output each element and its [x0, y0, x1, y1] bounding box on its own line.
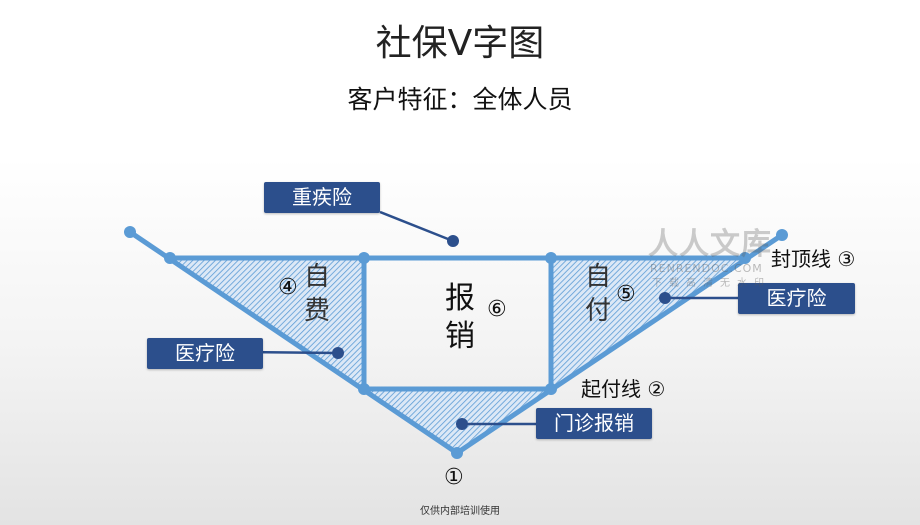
- vertex-dot: [164, 252, 176, 264]
- watermark-subtext: 下载高清无水印: [652, 278, 771, 289]
- vertex-dot: [739, 252, 751, 264]
- v-left-arm: [127, 229, 460, 456]
- v-lines: [127, 229, 785, 456]
- self-pay-right-number: ⑤: [616, 282, 636, 307]
- connector-dots: [332, 235, 671, 430]
- connector-dot: [659, 292, 671, 304]
- medical-insurance-box-right: 医疗险: [738, 283, 855, 314]
- footer-note: 仅供内部培训使用: [420, 506, 500, 517]
- outpatient-reimbursement-box: 门诊报销: [536, 408, 652, 439]
- cap-line-label: 封顶线 ③: [771, 247, 856, 271]
- page-subtitle: 客户特征：全体人员: [347, 85, 573, 114]
- connector-dot: [456, 418, 468, 430]
- reimburse-number: ⑥: [487, 297, 507, 322]
- self-pay-right-label: 自付: [584, 262, 611, 326]
- vertex-dot: [776, 229, 788, 241]
- critical-illness-box: 重疾险: [264, 182, 380, 213]
- vertex-dot: [545, 383, 557, 395]
- vertex-dot: [358, 252, 370, 264]
- watermark-url: RENRENDOC.COM: [650, 262, 763, 275]
- self-pay-left-number: ④: [278, 275, 298, 300]
- medical-insurance-box-left: 医疗险: [147, 338, 263, 369]
- vertex-dot: [451, 447, 463, 459]
- connector-dot: [447, 235, 459, 247]
- reimburse-label: 报销: [445, 281, 475, 354]
- vertex-dot: [358, 383, 370, 395]
- connector-dot: [332, 347, 344, 359]
- connector-critical-illness: [379, 210, 454, 243]
- bottom-point-number: ①: [444, 465, 464, 490]
- self-pay-left-label: 自费: [303, 262, 330, 326]
- page-title: 社保V字图: [375, 23, 545, 64]
- vertex-dot: [124, 226, 136, 238]
- deductible-line-label: 起付线 ②: [581, 377, 666, 401]
- v-right-arm: [454, 232, 785, 456]
- vertex-dots: [124, 226, 788, 459]
- vertex-dot: [545, 252, 557, 264]
- watermark-logo: 人人文库: [648, 227, 772, 262]
